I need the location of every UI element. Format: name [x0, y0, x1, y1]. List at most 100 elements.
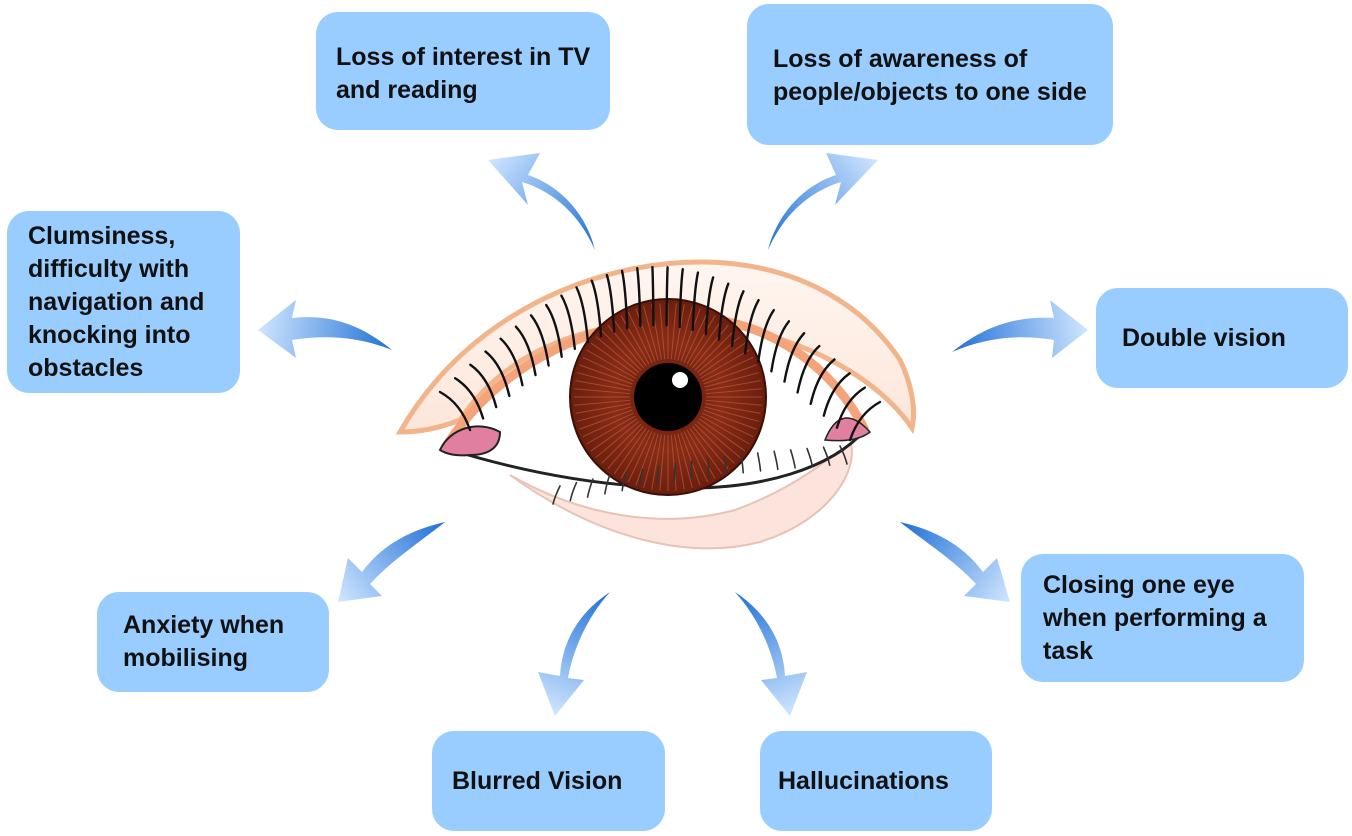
iris-fiber: [590, 418, 638, 452]
iris-fiber: [670, 434, 677, 491]
iris-fiber: [696, 421, 741, 458]
iris-fiber: [705, 380, 761, 391]
iris-fiber: [574, 388, 631, 395]
iris-fiber: [702, 412, 754, 438]
eyelash: [651, 265, 655, 327]
iris-fiber: [677, 433, 693, 488]
iris-fiber: [705, 399, 762, 406]
iris-fiber: [689, 319, 723, 367]
symptom-box-hallucinations: Hallucinations: [760, 731, 992, 831]
eyelash: [822, 446, 831, 467]
symptom-box-double-vision: Double vision: [1096, 288, 1348, 388]
iris-fiber: [674, 304, 685, 360]
symptom-label: Clumsiness, difficulty with navigation a…: [28, 221, 205, 382]
eyelash: [620, 269, 629, 330]
upper-eyelid: [395, 259, 916, 435]
iris-fiber: [613, 319, 647, 367]
iris-fiber: [643, 433, 659, 488]
eyelash: [590, 279, 603, 338]
eyelash: [717, 282, 730, 341]
eyelash: [691, 271, 700, 332]
curved-arrow-icon: [338, 522, 445, 602]
iris-fiber: [700, 349, 750, 379]
iris-fiber: [702, 356, 754, 382]
curved-arrow-icon: [768, 153, 878, 250]
iris-fiber: [601, 423, 642, 464]
iris-fiber: [694, 423, 735, 464]
iris-fiber: [627, 431, 653, 483]
iris-fiber: [703, 409, 757, 430]
eyelash: [796, 344, 821, 394]
symptom-label: Double vision: [1122, 323, 1286, 352]
eyelash: [569, 481, 578, 502]
iris-fiber: [689, 427, 723, 475]
eyelash: [552, 485, 561, 505]
eyelash: [835, 386, 867, 429]
eyelash: [704, 276, 715, 336]
eyelash: [636, 266, 642, 328]
eyelash: [757, 308, 775, 364]
eyelash: [673, 462, 677, 483]
iris-fiber: [620, 315, 650, 365]
eyelash: [789, 449, 796, 469]
eyelash: [740, 453, 745, 474]
iris-fiber: [698, 342, 746, 376]
eyelash: [783, 332, 806, 383]
iris-fiber: [683, 311, 709, 363]
pupil-highlight: [672, 372, 688, 388]
iris-fiber: [601, 330, 642, 371]
curved-arrow-icon: [900, 522, 1010, 602]
eyelash: [469, 363, 498, 409]
symptom-box-clumsiness: Clumsiness, difficulty with navigation a…: [7, 211, 240, 393]
symptom-label: Blurred Vision: [452, 766, 623, 795]
iris-fiber: [670, 303, 677, 360]
iris-fiber: [635, 432, 656, 486]
eyelash: [822, 372, 851, 417]
iris-fiber: [698, 418, 746, 452]
eyelash: [655, 465, 660, 486]
iris-fiber: [586, 349, 636, 379]
iris-fiber: [577, 406, 632, 422]
curved-arrow-icon: [258, 300, 392, 358]
lower-eyelashes: [552, 445, 848, 505]
iris-fiber: [692, 324, 729, 369]
iris-fiber: [692, 425, 729, 470]
eyelash: [575, 286, 590, 344]
symptom-box-anxiety: Anxiety when mobilising: [97, 592, 329, 692]
iris-fiber: [651, 434, 662, 490]
iris-fiber: [674, 434, 685, 490]
curved-arrow-icon: [488, 153, 595, 250]
arrows: [258, 153, 1088, 716]
iris-fiber: [607, 425, 644, 470]
symptom-box-blurred-vision: Blurred Vision: [432, 731, 665, 831]
iris-fiber: [582, 412, 634, 438]
pupil: [634, 363, 702, 431]
iris-fibers: [574, 303, 762, 491]
eyelash: [806, 447, 814, 468]
iris-fiber: [613, 427, 647, 475]
symptom-box-closing-one-eye: Closing one eye when performing a task: [1021, 554, 1304, 682]
eyelash: [839, 445, 848, 465]
eyelash: [621, 471, 627, 492]
iris-fiber: [703, 364, 757, 385]
iris-fiber: [659, 434, 666, 491]
eyelash: [773, 450, 779, 471]
symptom-box-loss-of-interest: Loss of interest in TV and reading: [316, 12, 610, 130]
iris-fiber: [686, 429, 716, 479]
iris-fiber: [705, 388, 762, 395]
symptom-label: Loss of interest in TV and reading: [336, 43, 591, 104]
iris-fiber: [659, 303, 666, 360]
eyelash: [770, 320, 791, 373]
iris-fiber: [704, 372, 759, 388]
symptom-label: Anxiety when mobilising: [123, 611, 285, 672]
iris-fiber: [704, 406, 759, 422]
eye-illustration: [395, 259, 916, 550]
iris-fiber: [577, 372, 632, 388]
iris-fiber: [586, 415, 636, 445]
eyelash: [604, 474, 611, 495]
iris-fiber: [575, 380, 631, 391]
upper-eyelashes: [438, 265, 882, 442]
iris-fiber: [579, 364, 633, 385]
eyelash: [678, 268, 684, 329]
